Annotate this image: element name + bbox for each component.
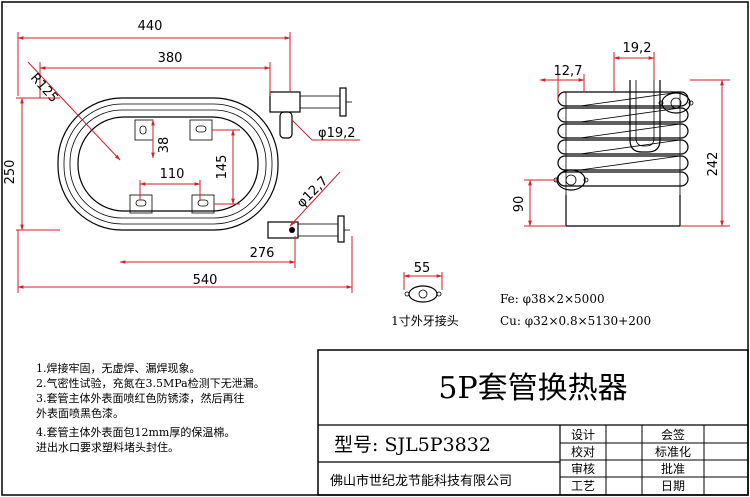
dim-bracket-span: 145: [215, 155, 230, 180]
dim-pipe-dia-large: φ19,2: [318, 126, 356, 141]
note-line: 1.焊接牢固，无虚焊、漏焊现象。: [36, 361, 201, 375]
spec-cu: Cu: φ32×0.8×5130+200: [500, 314, 651, 328]
bottom-pipe-fitting: [267, 215, 350, 243]
dim-fitting-width: 55: [414, 261, 431, 276]
dim-height: 250: [3, 160, 18, 185]
dim-side-left: 12,7: [554, 64, 583, 79]
model-number: 型号: SJL5P3832: [334, 434, 491, 456]
dim-radius: R125: [27, 71, 61, 106]
dim-bracket-horizontal: 110: [160, 167, 185, 182]
note-line: 3.套管主体外表面喷红色防锈漆，然后再往: [36, 391, 245, 405]
side-bottom-flange: [553, 169, 589, 191]
dim-pipe-dia-small: φ12,7: [294, 174, 331, 211]
side-view: 19,2 12,7 242 90: [512, 41, 730, 227]
cell-check: 校对: [571, 444, 595, 459]
dim-side-top: 19,2: [623, 41, 652, 56]
title-block: 5P套管换热器 型号: SJL5P3832 佛山市世纪龙节能科技有限公司 设计 …: [317, 349, 749, 496]
dim-overall-length: 540: [193, 273, 218, 288]
dim-inner-width: 380: [158, 51, 183, 66]
cell-approve: 批准: [661, 461, 685, 476]
cell-date: 日期: [661, 479, 685, 493]
coil-inner-ring: [77, 116, 259, 212]
fitting-label: 1寸外牙接头: [391, 313, 459, 328]
top-pipe-fitting: [269, 87, 352, 139]
note-line: 2.气密性试验，充氮在3.5MPa检测下无泄漏。: [36, 376, 265, 390]
cell-review: 审核: [571, 461, 595, 476]
dim-side-height: 242: [706, 152, 721, 177]
fitting-detail: 55 1寸外牙接头: [391, 261, 459, 328]
top-view: 440 380 R125 250 38 145 110 φ19,2 φ: [3, 19, 360, 293]
cell-countersign: 会签: [661, 427, 685, 442]
dim-side-base: 90: [512, 196, 527, 213]
dim-bracket-vertical: 38: [157, 137, 172, 154]
dim-outlet-offset: 276: [250, 246, 275, 261]
notes: 1.焊接牢固，无虚焊、漏焊现象。 2.气密性试验，充氮在3.5MPa检测下无泄漏…: [36, 361, 265, 454]
company-name: 佛山市世纪龙节能科技有限公司: [330, 473, 512, 489]
spec-fe: Fe: φ38×2×5000: [500, 292, 605, 306]
side-top-flange: [658, 92, 694, 114]
note-line: 外表面喷黑色漆。: [36, 406, 124, 420]
note-line: 4.套管主体外表面包12mm厚的保温棉。: [36, 425, 235, 439]
cell-standardize: 标准化: [655, 445, 691, 459]
note-line: 进出水口要求塑料堵头封住。: [36, 440, 179, 454]
cell-process: 工艺: [571, 479, 595, 493]
coil-outer-ring: [57, 97, 279, 231]
dim-overall-width: 440: [138, 19, 163, 34]
cell-design: 设计: [571, 428, 595, 442]
drawing-title: 5P套管换热器: [438, 371, 627, 406]
